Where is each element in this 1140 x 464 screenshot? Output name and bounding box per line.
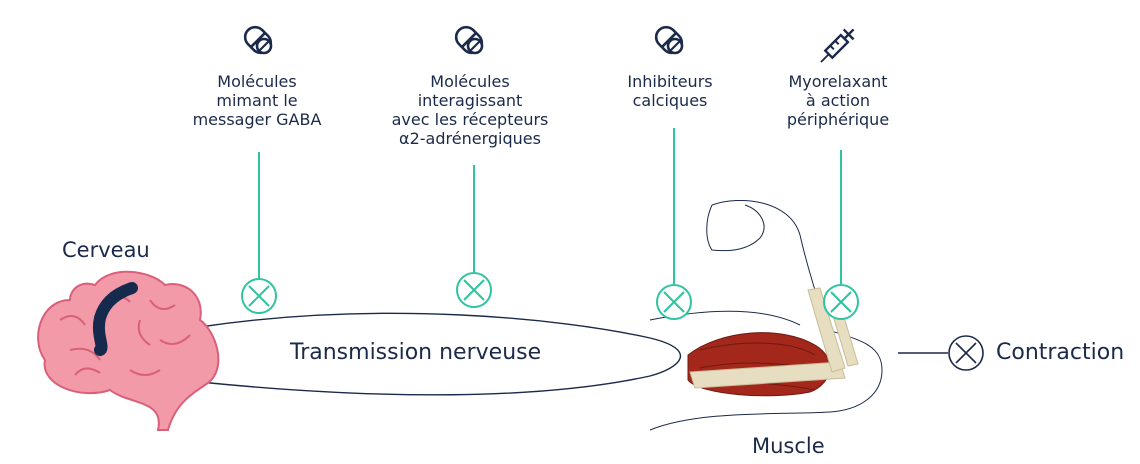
label-line: messager GABA	[192, 110, 322, 129]
contraction-blocker-icon	[948, 335, 984, 371]
blocker-icon	[823, 284, 859, 320]
label-line: Molécules	[430, 72, 510, 91]
blocker-icon	[241, 278, 277, 314]
label-line: calciques	[632, 91, 708, 110]
label-line: mimant le	[216, 91, 298, 110]
label-line: α2-adrénergiques	[399, 129, 541, 148]
contraction-label: Contraction	[996, 340, 1125, 365]
pill-icon	[450, 21, 488, 59]
label-line: Molécules	[217, 72, 297, 91]
transmission-label: Transmission nerveuse	[290, 340, 542, 365]
nerve-transmission-path	[199, 312, 682, 396]
drug-label-gaba: Molécules mimant le messager GABA	[193, 72, 322, 129]
brain-label: Cerveau	[62, 238, 150, 262]
drug-label-myorelaxant: Myorelaxant à action périphérique	[787, 72, 889, 129]
drug-label-calcium: Inhibiteurs calciques	[627, 72, 712, 110]
muscle-label: Muscle	[752, 434, 825, 458]
forearm-bone	[807, 287, 846, 373]
drug-label-alpha2: Molécules interagissant avec les récepte…	[392, 72, 549, 148]
pill-icon	[239, 21, 277, 59]
humerus-bone	[689, 361, 846, 389]
syringe-icon	[820, 28, 855, 63]
blocker-icon	[656, 284, 692, 320]
blocker-icon	[456, 272, 492, 308]
label-line: interagissant	[417, 91, 523, 110]
label-line: Inhibiteurs	[627, 72, 713, 91]
label-line: à action	[805, 91, 871, 110]
label-line: périphérique	[786, 110, 890, 129]
label-line: Myorelaxant	[788, 72, 888, 91]
label-line: avec les récepteurs	[391, 110, 549, 129]
brain-illustration	[37, 270, 220, 431]
brain-highlight	[93, 282, 138, 356]
pill-icon	[650, 21, 688, 59]
